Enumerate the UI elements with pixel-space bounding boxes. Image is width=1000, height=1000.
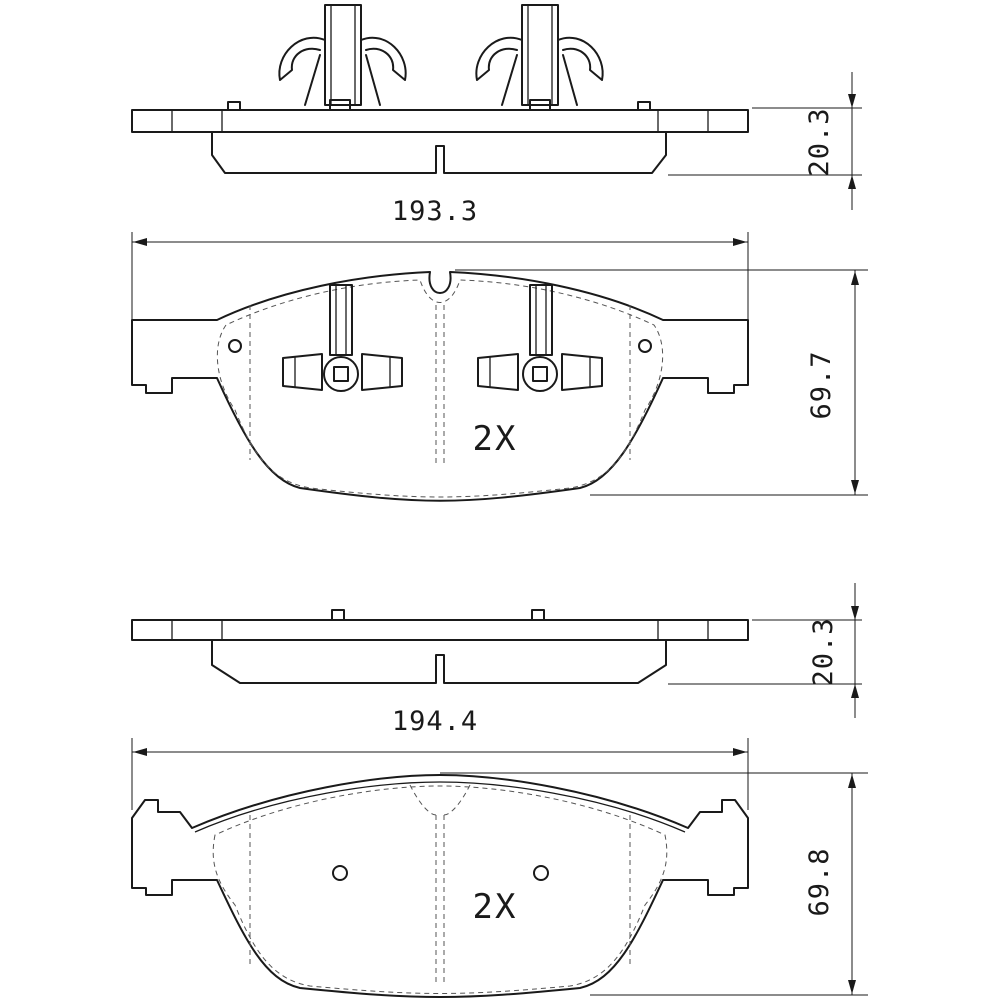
pad-b-height-dimension: 69.8 — [440, 772, 868, 996]
pad-b-side-view — [131, 609, 749, 684]
pad-b-mount-hole-left — [332, 865, 348, 881]
pad-b-front-view: 2X — [131, 774, 749, 998]
pad-a-front-view: 2X — [131, 271, 749, 502]
pad-a-quantity-label: 2X — [473, 419, 518, 459]
pad-a-height-label: 69.7 — [806, 350, 837, 419]
pad-a-spring-clip-left — [278, 4, 407, 111]
pad-a-side-view — [131, 4, 749, 174]
pad-a-width-dimension — [131, 232, 749, 320]
pad-a-clip-front-right — [477, 284, 603, 392]
pad-b-thickness-label: 20.3 — [808, 617, 839, 686]
pad-b-thickness-dimension: 20.3 — [668, 583, 862, 718]
pad-b-width-dimension — [131, 738, 749, 810]
pad-a-spring-clip-right — [475, 4, 604, 111]
pad-a-thickness-dimension: 20.3 — [668, 72, 862, 210]
pad-a-mount-hole-right — [638, 339, 652, 353]
pad-a-clip-front-left — [282, 284, 403, 392]
pad-b-height-label: 69.8 — [804, 847, 835, 916]
pad-b-quantity-label: 2X — [473, 887, 518, 927]
pad-b-width-label: 194.4 — [392, 706, 478, 737]
pad-a-thickness-label: 20.3 — [804, 107, 835, 176]
pad-a-width-label: 193.3 — [392, 196, 478, 227]
pad-a-height-dimension: 69.7 — [455, 269, 868, 496]
pad-b-mount-hole-right — [533, 865, 549, 881]
pad-a-mount-hole-left — [228, 339, 242, 353]
